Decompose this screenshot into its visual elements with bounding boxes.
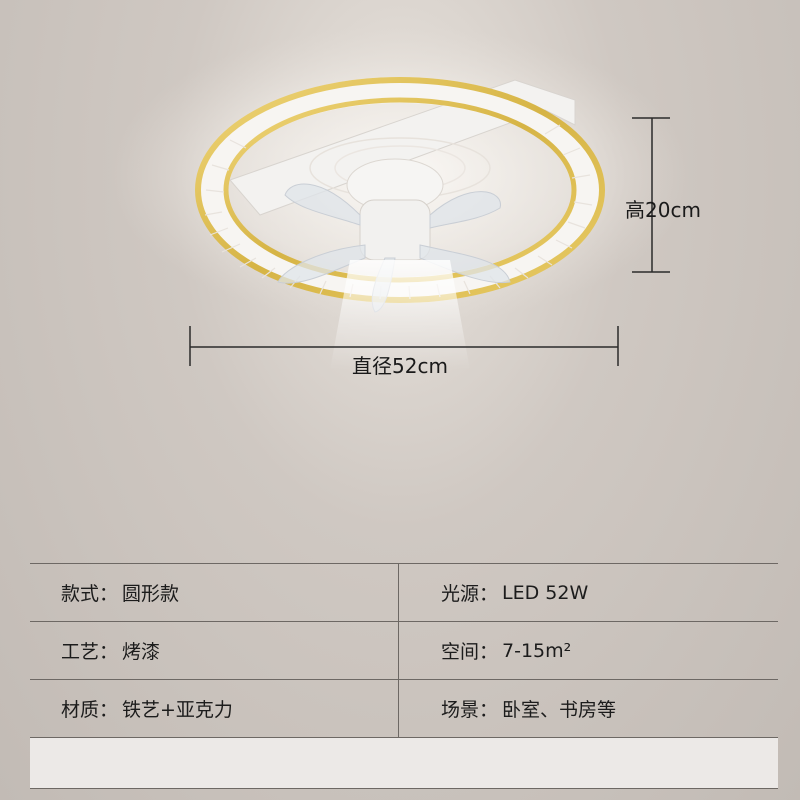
spec-value: 7-15m² [502,639,572,662]
spec-key: 空间： [441,641,499,663]
spec-value: 烤漆 [122,641,161,663]
height-label: 高20cm [625,198,701,222]
ceiling-fan-lamp-illustration [110,25,690,370]
diameter-dimension-line [189,326,619,366]
product-photo: 高20cm 直径52cm [110,25,701,378]
spec-key: 款式： [61,583,119,605]
spec-value: LED 52W [502,581,589,604]
spec-material-cell: 材质： 铁艺+亚克力 [30,680,398,737]
spec-style-cell: 款式： 圆形款 [30,564,398,621]
spec-value: 铁艺+亚克力 [122,699,233,721]
height-dimension-line [632,117,670,273]
spec-key: 场景： [441,699,499,721]
spec-row: 款式： 圆形款 光源： LED 52W [30,564,778,622]
spec-key: 工艺： [61,641,119,663]
spec-light-source-cell: 光源： LED 52W [398,564,778,621]
diameter-label: 直径52cm [352,354,448,378]
spec-key: 材质： [61,699,119,721]
spec-footer [30,738,778,789]
spec-key: 光源： [441,583,499,605]
spec-value: 圆形款 [122,583,180,605]
spec-row: 工艺： 烤漆 空间： 7-15m² [30,622,778,680]
spec-scene-cell: 场景： 卧室、书房等 [398,680,778,737]
light-beam [330,260,470,370]
spec-table: 款式： 圆形款 光源： LED 52W 工艺： 烤漆 空间： 7-15m² 材质… [30,563,778,789]
spec-value: 卧室、书房等 [502,699,617,721]
spec-space-cell: 空间： 7-15m² [398,622,778,679]
spec-row: 材质： 铁艺+亚克力 场景： 卧室、书房等 [30,680,778,738]
spec-craft-cell: 工艺： 烤漆 [30,622,398,679]
